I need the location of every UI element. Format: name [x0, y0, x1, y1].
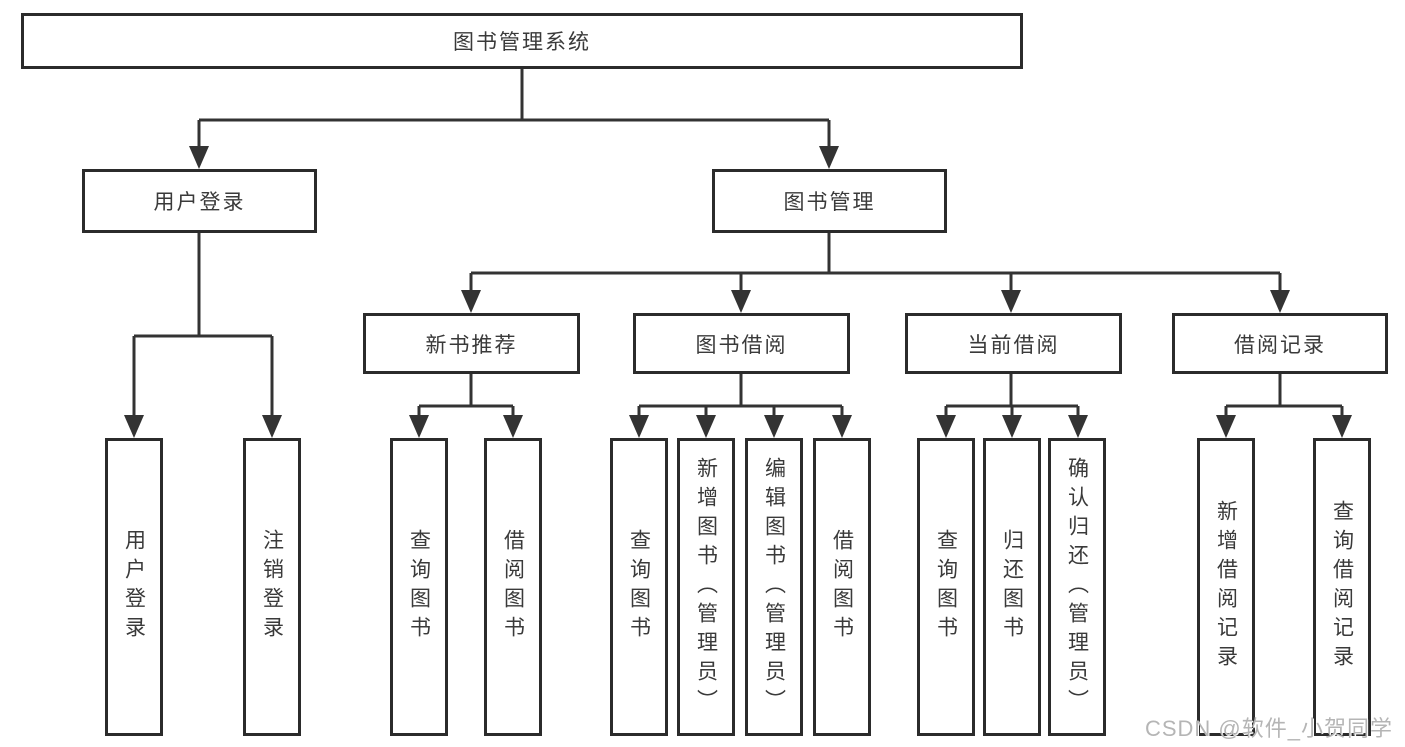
node-borrowing-records: 借阅记录 [1172, 313, 1388, 374]
node-label: 新增借阅记录 [1214, 500, 1238, 674]
leaf-query-books-borrowing: 查询图书 [610, 438, 668, 736]
node-user-login: 用户登录 [82, 169, 317, 233]
leaf-query-borrow-record: 查询借阅记录 [1313, 438, 1371, 736]
node-book-management: 图书管理 [712, 169, 947, 233]
node-label: 确认归还（管理员） [1065, 456, 1089, 718]
leaf-confirm-return-admin: 确认归还（管理员） [1048, 438, 1106, 736]
connector-user-login-children [124, 233, 282, 438]
node-label: 图书借阅 [695, 333, 788, 357]
node-label: 图书管理 [783, 191, 876, 214]
leaf-add-books-admin: 新增图书（管理员） [677, 438, 735, 736]
node-new-book-recommendation: 新书推荐 [363, 313, 580, 374]
node-label: 编辑图书（管理员） [762, 456, 786, 718]
node-label: 图书管理系统 [453, 31, 591, 54]
node-label: 借阅记录 [1234, 333, 1326, 357]
leaf-logout: 注销登录 [243, 438, 301, 736]
node-label: 当前借阅 [967, 333, 1060, 357]
node-library-management-system: 图书管理系统 [21, 13, 1023, 69]
connector-borrowing-records-children [1216, 374, 1352, 438]
node-label: 新增图书（管理员） [694, 456, 718, 718]
node-label: 归还图书 [1000, 529, 1024, 645]
leaf-borrow-books-borrowing: 借阅图书 [813, 438, 871, 736]
connector-book-management-to-level3 [461, 233, 1290, 313]
leaf-query-books-current: 查询图书 [917, 438, 975, 736]
leaf-return-books: 归还图书 [983, 438, 1041, 736]
node-label: 查询借阅记录 [1330, 500, 1354, 674]
node-label: 用户登录 [122, 529, 146, 645]
leaf-borrow-books-recommend: 借阅图书 [484, 438, 542, 736]
node-label: 查询图书 [407, 529, 431, 645]
leaf-add-borrow-record: 新增借阅记录 [1197, 438, 1255, 736]
csdn-watermark: CSDN @软件_小贺同学 [1144, 716, 1393, 741]
leaf-query-books-recommend: 查询图书 [390, 438, 448, 736]
node-label: 注销登录 [260, 529, 284, 645]
connector-root-to-level2 [189, 69, 839, 169]
connector-current-borrowing-children [936, 374, 1088, 438]
node-label: 借阅图书 [830, 529, 854, 645]
node-current-borrowing: 当前借阅 [905, 313, 1122, 374]
node-label: 查询图书 [934, 529, 958, 645]
node-book-borrowing: 图书借阅 [633, 313, 850, 374]
node-label: 新书推荐 [425, 333, 518, 357]
node-label: 用户登录 [153, 191, 246, 214]
connector-book-borrowing-children [629, 374, 852, 438]
leaf-edit-books-admin: 编辑图书（管理员） [745, 438, 803, 736]
connector-new-book-recommendation-children [409, 374, 523, 438]
node-label: 查询图书 [627, 529, 651, 645]
node-label: 借阅图书 [501, 529, 525, 645]
leaf-user-login: 用户登录 [105, 438, 163, 736]
